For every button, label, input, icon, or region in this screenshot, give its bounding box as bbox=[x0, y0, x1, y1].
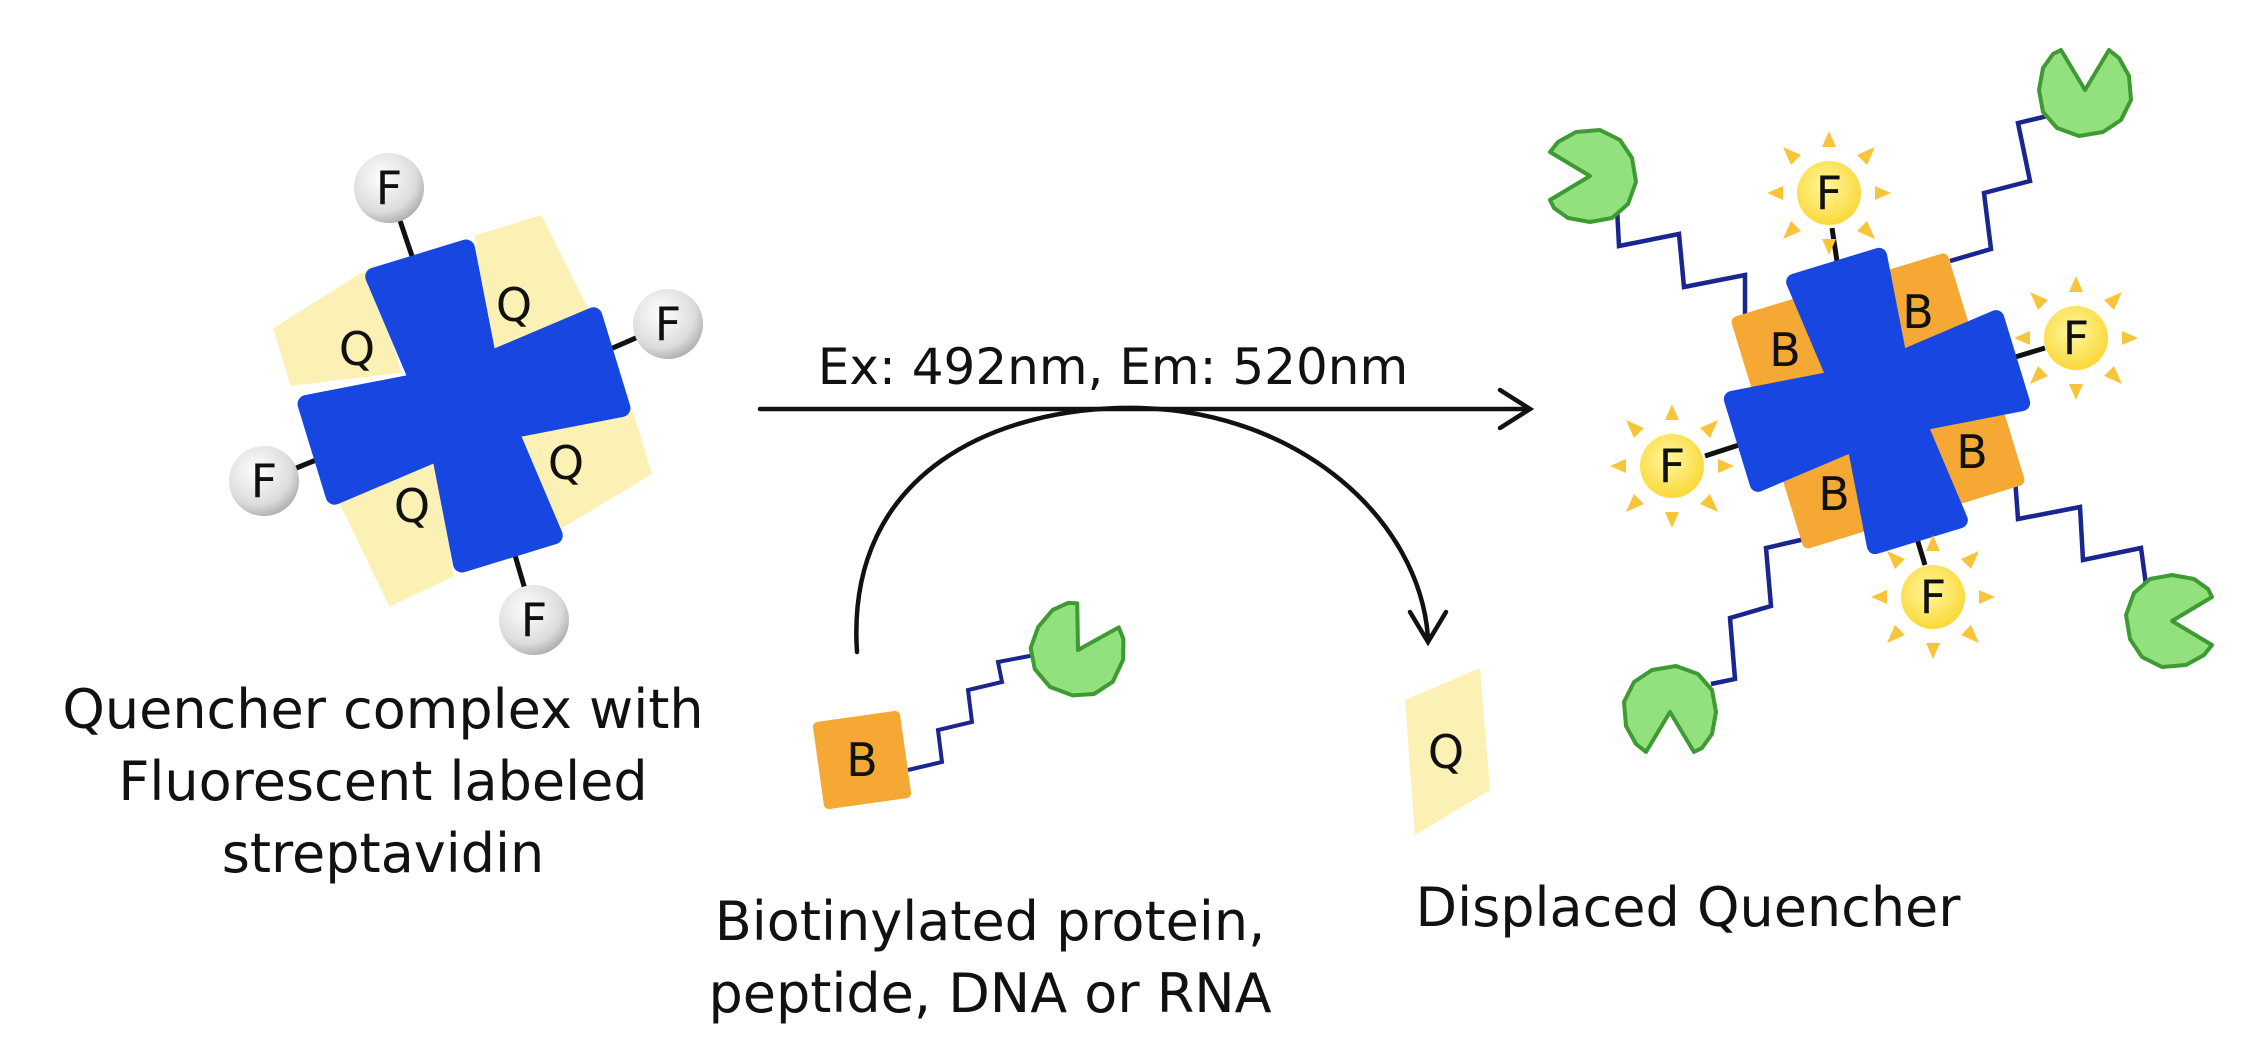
svg-text:streptavidin: streptavidin bbox=[222, 822, 545, 885]
fluor-bead: F bbox=[499, 585, 569, 655]
svg-text:F: F bbox=[1816, 166, 1842, 220]
svg-text:Biotinylated protein,: Biotinylated protein, bbox=[715, 890, 1266, 953]
svg-text:Quencher complex with: Quencher complex with bbox=[62, 678, 703, 741]
streptavidin bbox=[277, 219, 652, 594]
target-binder-icon bbox=[1548, 128, 1638, 224]
svg-text:Q: Q bbox=[1428, 725, 1464, 779]
glowing-fluor: F bbox=[1767, 131, 1891, 255]
glowing-fluor: F bbox=[1871, 535, 1995, 659]
excitation-emission-label: Ex: 492nm, Em: 520nm bbox=[818, 338, 1408, 396]
svg-text:peptide, DNA or RNA: peptide, DNA or RNA bbox=[708, 962, 1271, 1025]
target-binder-icon bbox=[2124, 573, 2214, 669]
biotin-label: B bbox=[1818, 467, 1850, 521]
svg-text:F: F bbox=[1659, 439, 1685, 493]
linker bbox=[907, 652, 1041, 772]
biotin-tile bbox=[812, 710, 912, 810]
quencher-tile bbox=[272, 267, 402, 386]
quencher-label: Q bbox=[339, 322, 375, 376]
fluor-bead: F bbox=[229, 446, 299, 516]
displaced-quencher-caption: Displaced Quencher bbox=[1416, 876, 1962, 939]
svg-text:F: F bbox=[251, 454, 277, 508]
svg-text:F: F bbox=[1920, 570, 1946, 624]
svg-text:F: F bbox=[376, 161, 402, 215]
quencher-complex: Q Q Q Q F F F F bbox=[229, 153, 703, 655]
biotin-caption: Biotinylated protein, peptide, DNA or RN… bbox=[708, 890, 1271, 1025]
biotin-label: B bbox=[846, 733, 878, 787]
left-caption: Quencher complex with Fluorescent labele… bbox=[62, 678, 703, 885]
svg-text:F: F bbox=[2063, 311, 2089, 365]
biotin-label: B bbox=[1902, 285, 1934, 339]
svg-text:Fluorescent labeled: Fluorescent labeled bbox=[118, 750, 647, 813]
displacement-arrow bbox=[854, 405, 1449, 655]
svg-text:F: F bbox=[521, 593, 547, 647]
biotin-label: B bbox=[1769, 323, 1801, 377]
target-binder-icon bbox=[1622, 664, 1718, 754]
quencher-label: Q bbox=[548, 436, 584, 490]
fluor-bead: F bbox=[354, 153, 424, 223]
target-binder-icon bbox=[2037, 48, 2133, 138]
fluor-bead: F bbox=[633, 289, 703, 359]
fluorescent-complex: B B B B F F F F bbox=[1548, 48, 2214, 754]
quencher-label: Q bbox=[394, 479, 430, 533]
quencher-label: Q bbox=[496, 278, 532, 332]
glowing-fluor: F bbox=[2014, 276, 2138, 400]
biotinylated-molecule: B bbox=[812, 590, 1140, 810]
glowing-fluor: F bbox=[1610, 404, 1734, 528]
svg-text:F: F bbox=[655, 297, 681, 351]
displaced-quencher: Q bbox=[1405, 668, 1490, 835]
linkers bbox=[1614, 111, 2149, 687]
streptavidin bbox=[1705, 229, 2050, 574]
biotin-label: B bbox=[1956, 425, 1988, 479]
target-binder-icon bbox=[1013, 590, 1140, 715]
